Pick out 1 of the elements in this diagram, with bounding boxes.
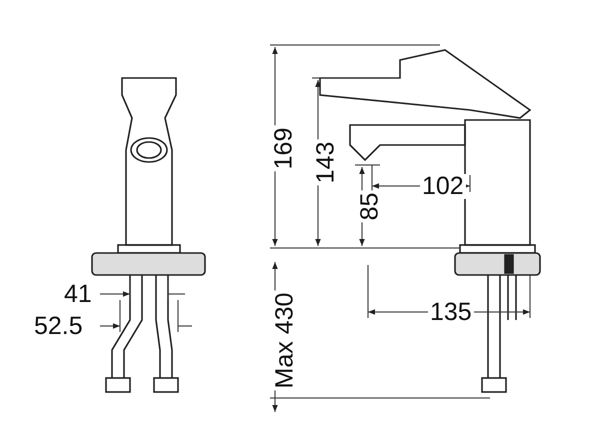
dimension-label: 102 <box>420 174 466 199</box>
